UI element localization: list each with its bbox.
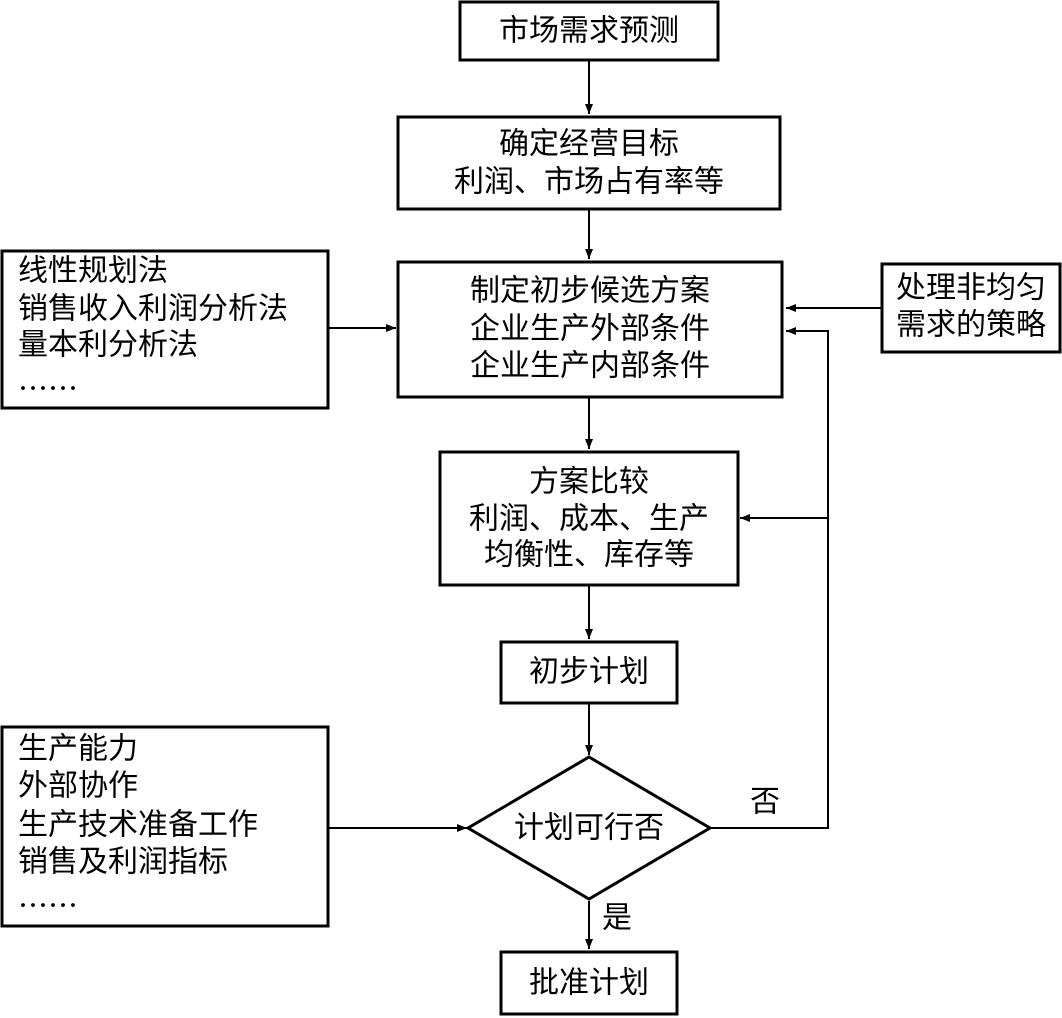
edge-label-no: 否: [750, 785, 780, 820]
node-feasible-decision-line-1: 计划可行否: [514, 811, 664, 846]
node-plan-compare-line-2: 利润、成本、生产: [469, 502, 709, 537]
node-methods: 线性规划法 销售收入利润分析法 量本利分析法 ……: [0, 249, 330, 410]
node-market-forecast: 市场需求预测: [458, 0, 720, 62]
node-uneven-demand: 处理非均匀 需求的策略: [880, 262, 1062, 354]
node-uneven-demand-line-2: 需求的策略: [896, 308, 1046, 343]
node-business-goal-line-1: 确定经营目标: [499, 127, 679, 162]
node-candidate-plans-line-1: 制定初步候选方案: [470, 274, 710, 309]
node-feasible-decision: 计划可行否: [465, 755, 713, 901]
node-preliminary-plan: 初步计划: [499, 640, 679, 705]
node-market-forecast-line-1: 市场需求预测: [499, 14, 679, 49]
node-approve-plan: 批准计划: [499, 950, 679, 1016]
node-uneven-demand-line-1: 处理非均匀: [896, 271, 1046, 306]
node-constraints-line-2: 外部协作: [18, 769, 138, 804]
node-methods-line-4: ……: [18, 363, 78, 398]
node-plan-compare: 方案比较 利润、成本、生产 均衡性、库存等: [438, 450, 740, 587]
edge-no-feedback: [710, 327, 829, 829]
node-constraints-line-5: ……: [18, 880, 78, 915]
node-methods-line-1: 线性规划法: [18, 254, 168, 289]
node-constraints-line-3: 生产技术准备工作: [18, 808, 258, 843]
node-constraints-line-1: 生产能力: [18, 732, 138, 767]
node-constraints: 生产能力 外部协作 生产技术准备工作 销售及利润指标 ……: [0, 725, 330, 928]
node-candidate-plans: 制定初步候选方案 企业生产外部条件 企业生产内部条件: [396, 260, 784, 399]
node-plan-compare-line-1: 方案比较: [529, 465, 649, 500]
edge-label-yes: 是: [602, 901, 632, 936]
node-candidate-plans-line-2: 企业生产外部条件: [470, 312, 710, 347]
node-methods-line-2: 销售收入利润分析法: [18, 292, 288, 327]
connectors: [328, 60, 882, 949]
node-approve-plan-line-1: 批准计划: [529, 966, 649, 1001]
node-plan-compare-line-3: 均衡性、库存等: [484, 538, 694, 573]
node-methods-line-3: 量本利分析法: [18, 328, 198, 363]
node-constraints-line-4: 销售及利润指标: [18, 845, 228, 880]
node-business-goal-line-2: 利润、市场占有率等: [454, 165, 724, 200]
node-preliminary-plan-line-1: 初步计划: [529, 655, 649, 690]
node-candidate-plans-line-3: 企业生产内部条件: [470, 349, 710, 384]
node-business-goal: 确定经营目标 利润、市场占有率等: [396, 115, 782, 211]
